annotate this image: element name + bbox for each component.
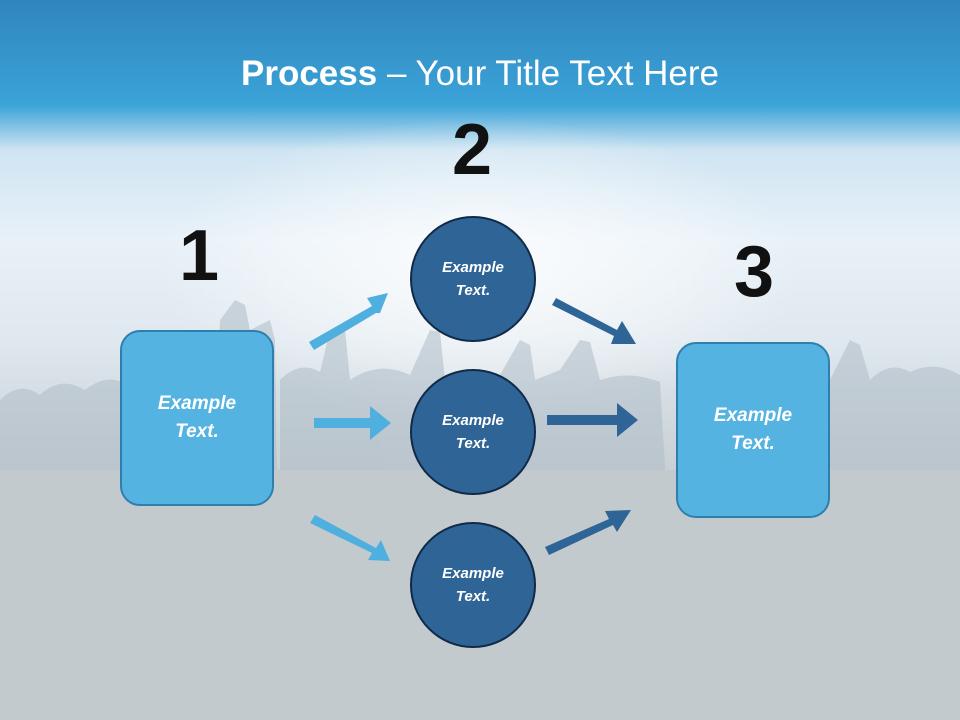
step-number-2: 2 xyxy=(451,110,493,190)
step-2-circle-bottom: Example Text. xyxy=(410,522,536,648)
step-1-box: Example Text. xyxy=(120,330,274,506)
title-bold: Process xyxy=(241,54,378,93)
arrow-1-to-middle xyxy=(314,406,391,440)
arrow-middle-to-3 xyxy=(547,403,638,437)
step-2-circle-top: Example Text. xyxy=(410,216,536,342)
arrow-1-to-top xyxy=(309,293,388,350)
step-3-text: Example Text. xyxy=(713,405,793,454)
arrow-bottom-to-3 xyxy=(545,510,631,555)
step-2-circle-middle: Example Text. xyxy=(410,369,536,495)
arrow-top-to-3 xyxy=(552,298,636,344)
step-number-1: 1 xyxy=(178,216,220,296)
step-1-text: Example Text. xyxy=(157,393,237,442)
arrow-1-to-bottom xyxy=(310,515,390,561)
step-number-3: 3 xyxy=(733,232,775,312)
slide-title: Process – Your Title Text Here xyxy=(0,52,960,96)
step-3-box: Example Text. xyxy=(676,342,830,518)
circle-top-text: Example Text. xyxy=(442,259,504,299)
circle-middle-text: Example Text. xyxy=(442,412,504,452)
circle-bottom-text: Example Text. xyxy=(442,565,504,605)
title-rest: – Your Title Text Here xyxy=(377,54,719,93)
